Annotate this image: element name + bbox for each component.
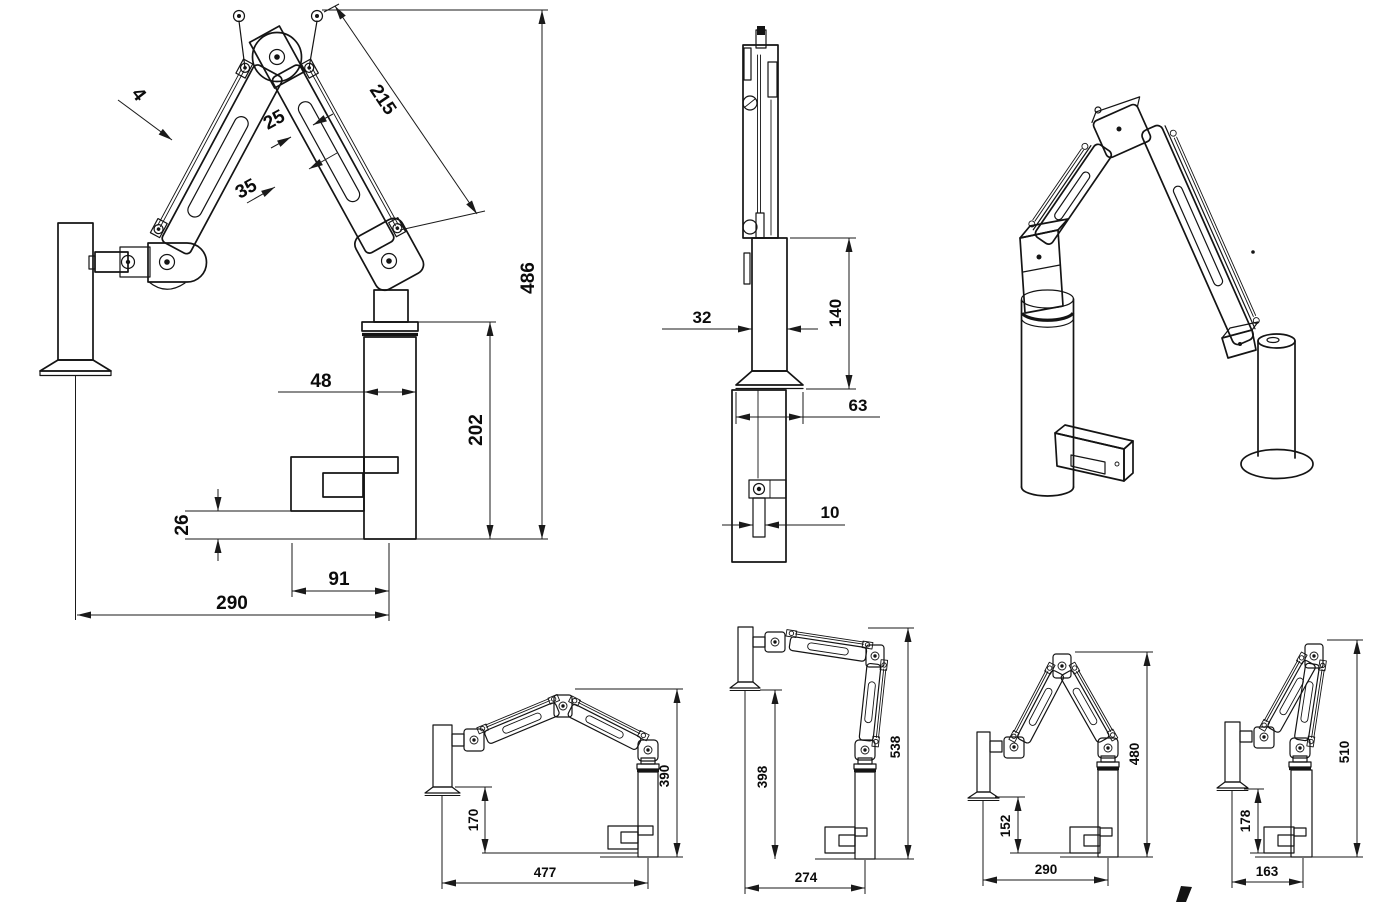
pose2-column <box>815 739 914 894</box>
dim-side-base-width: 63 <box>849 396 868 415</box>
iso-right-pole <box>1240 333 1314 480</box>
pose4-post <box>1216 721 1275 888</box>
dim-pose1-clearance: 170 <box>466 809 481 832</box>
dim-front-overall-height: 486 <box>518 262 539 294</box>
pose4-dimensions: 178 510 163 <box>1232 639 1363 886</box>
pose3-column <box>1060 737 1153 886</box>
pose1-post <box>424 724 485 889</box>
dim-pose3-height: 480 <box>1127 743 1142 766</box>
dim-pose1-height: 390 <box>657 765 672 788</box>
front-apex-joint <box>232 9 324 89</box>
front-elbow-joint <box>120 242 208 290</box>
pose2-dimensions: 398 538 274 <box>745 627 914 892</box>
side-view: 32 140 63 10 <box>662 26 880 563</box>
side-clamp-screw <box>748 479 787 538</box>
pose1-dimensions: 170 390 477 <box>442 688 683 887</box>
side-dimensions: 32 140 63 10 <box>662 237 880 529</box>
pose3-upper-strap <box>1056 661 1119 749</box>
iso-lower-strap <box>1141 124 1260 346</box>
pose1-upper-strap <box>561 695 650 754</box>
iso-left-cylinder <box>1020 289 1075 497</box>
dim-front-strap-width: 35 <box>232 175 261 204</box>
side-column-and-base <box>731 237 804 563</box>
dim-front-strap-length: 215 <box>365 81 400 119</box>
front-wrist-joint <box>354 217 425 323</box>
pose4-view: 178 510 163 <box>1216 639 1363 888</box>
stray-dot <box>1251 250 1255 254</box>
dim-side-body-width: 32 <box>693 308 712 327</box>
pose3-dimensions: 152 480 290 <box>983 651 1153 884</box>
front-column <box>361 321 419 540</box>
pose4-apex <box>1304 643 1324 669</box>
front-desk-clamp <box>185 456 548 540</box>
dim-front-jaw-gap: 26 <box>172 514 193 535</box>
dim-front-thickness: 4 <box>127 84 150 106</box>
front-lower-strap <box>148 56 285 257</box>
dim-side-screw-width: 10 <box>821 503 840 522</box>
dim-pose2-reach: 274 <box>795 870 818 885</box>
pose1-column <box>600 739 683 889</box>
dim-front-clamp-depth: 91 <box>328 569 350 590</box>
pose2-post <box>729 626 786 894</box>
pose3-post <box>967 731 1025 886</box>
iso-head-block <box>1019 218 1069 314</box>
side-folded-arm <box>742 26 779 239</box>
dim-side-column-height: 140 <box>826 299 845 327</box>
dim-pose3-clearance: 152 <box>998 815 1013 838</box>
iso-upper-strap <box>1028 142 1113 245</box>
front-view: 4 215 25 35 486 48 202 26 <box>39 3 548 621</box>
dim-pose4-clearance: 178 <box>1238 809 1253 832</box>
iso-clamp <box>1054 424 1134 482</box>
front-dimensions: 4 215 25 35 486 48 202 26 <box>77 3 548 621</box>
dim-pose1-reach: 477 <box>534 865 557 880</box>
pose4-column <box>1255 737 1363 888</box>
ink-blob <box>1176 886 1192 902</box>
pose2-upper-strap <box>857 657 889 748</box>
pose1-view: 170 390 477 <box>424 688 683 889</box>
pose2-lower-strap <box>783 628 874 663</box>
pose4-lower-strap <box>1258 651 1320 739</box>
pose4-upper-strap <box>1292 657 1327 748</box>
isometric-view <box>1019 96 1314 497</box>
dim-front-column-width: 48 <box>310 371 331 392</box>
dim-pose3-reach: 290 <box>1035 862 1058 877</box>
pose1-lower-strap <box>476 693 566 747</box>
front-monitor-post <box>39 222 151 620</box>
dim-front-reach: 290 <box>216 593 248 614</box>
dim-pose4-height: 510 <box>1337 741 1352 764</box>
dim-pose2-height: 538 <box>888 735 903 758</box>
iso-apex-joint <box>1091 96 1152 159</box>
pose3-apex <box>1052 653 1072 679</box>
pose3-view: 152 480 290 <box>967 651 1153 886</box>
pose2-apex <box>865 644 885 668</box>
dim-front-column-height: 202 <box>466 414 487 446</box>
dim-front-slot-width: 25 <box>260 106 289 135</box>
pose2-view: 398 538 274 <box>729 626 914 894</box>
dim-pose4-reach: 163 <box>1256 864 1279 879</box>
dim-pose2-clearance: 398 <box>755 765 770 788</box>
pose3-lower-strap <box>1008 661 1068 750</box>
